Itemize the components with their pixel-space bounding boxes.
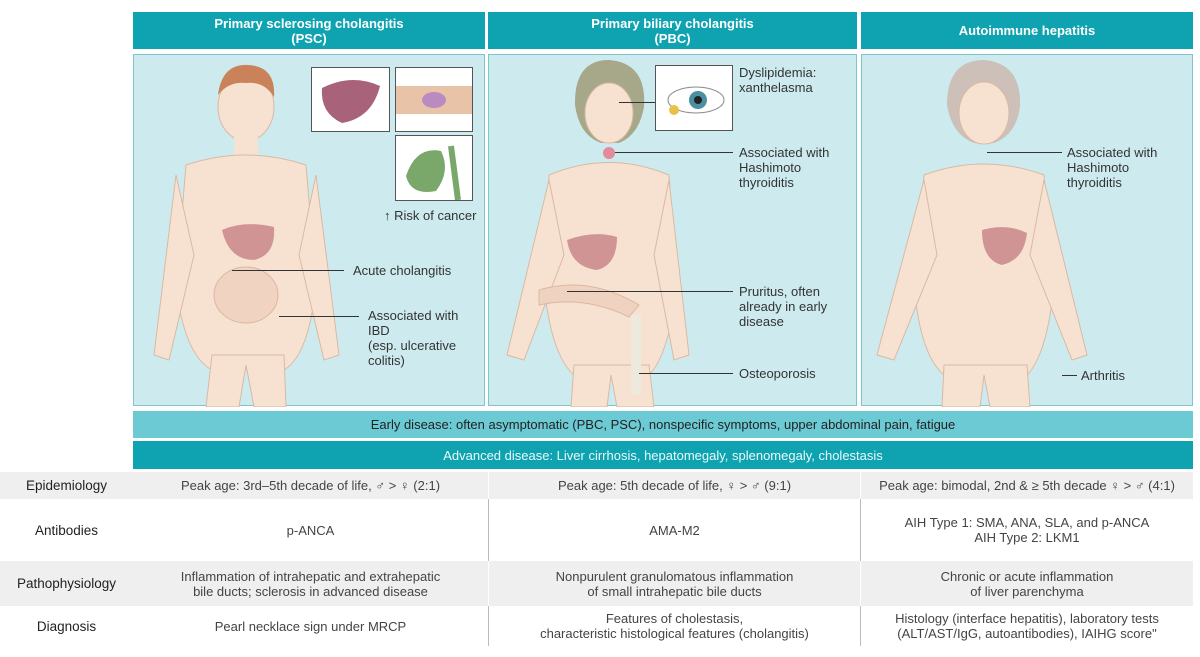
colon-inset — [395, 67, 473, 132]
table-cell: Peak age: 3rd–5th decade of life, ♂ > ♀ … — [180, 478, 441, 493]
header-psc: Primary sclerosing cholangitis (PSC) — [133, 12, 485, 49]
row-label: Antibodies — [34, 522, 99, 538]
table-cell: p-ANCA — [286, 522, 335, 538]
table-row-antibodies: Antibodies p-ANCA AMA-M2 AIH Type 1: SMA… — [0, 499, 1193, 561]
table-cell: Chronic or acute inflammation of liver p… — [860, 561, 1193, 606]
ibd-label: Associated with IBD (esp. ulcerative col… — [368, 308, 459, 368]
header-aih: Autoimmune hepatitis — [861, 12, 1193, 49]
table-cell: AIH Type 1: SMA, ANA, SLA, and p-ANCA AI… — [860, 499, 1193, 561]
psc-panel: ↑ Risk of cancer Acute cholangitis Assoc… — [133, 54, 485, 407]
dyslipidemia-label: Dyslipidemia: xanthelasma — [739, 65, 817, 95]
leader-line — [232, 270, 344, 271]
aih-panel: Associated with Hashimoto thyroiditis Ar… — [861, 54, 1193, 407]
pruritus-label: Pruritus, often already in early disease — [739, 284, 828, 329]
row-label: Epidemiology — [25, 478, 108, 493]
table-cell: Features of cholestasis, characteristic … — [488, 606, 860, 646]
liver-inset — [311, 67, 390, 132]
leader-line — [1062, 375, 1077, 376]
female-figure-illustration — [506, 60, 690, 407]
leader-line — [615, 152, 733, 153]
leader-line — [279, 316, 359, 317]
arthritis-label: Arthritis — [1081, 368, 1126, 383]
hashimoto-label-aih: Associated with Hashimoto thyroiditis — [1067, 145, 1158, 190]
older-female-figure-illustration — [876, 60, 1088, 407]
table-row-epidemiology: Epidemiology Peak age: 3rd–5th decade of… — [0, 472, 1193, 499]
table-cell: Nonpurulent granulomatous inflammation o… — [488, 561, 860, 606]
pbc-panel: Dyslipidemia: xanthelasma Associated wit… — [488, 54, 857, 407]
gallbladder-inset — [395, 135, 473, 201]
xanthelasma-eye-inset — [655, 65, 733, 131]
leader-line — [619, 102, 655, 103]
table-cell: Histology (interface hepatitis), laborat… — [860, 606, 1193, 646]
leader-line — [987, 152, 1062, 153]
table-cell: Inflammation of intrahepatic and extrahe… — [180, 568, 441, 599]
osteoporosis-label: Osteoporosis — [739, 366, 816, 381]
male-figure-illustration — [153, 64, 340, 407]
acute-cholangitis-label: Acute cholangitis — [353, 263, 452, 278]
table-row-pathophysiology: Pathophysiology Inflammation of intrahep… — [0, 561, 1193, 606]
row-label: Pathophysiology — [16, 576, 117, 591]
advanced-disease-bar: Advanced disease: Liver cirrhosis, hepat… — [133, 441, 1193, 469]
row-label: Diagnosis — [36, 618, 97, 634]
table-cell: Pearl necklace sign under MRCP — [214, 618, 407, 634]
table-row-diagnosis: Diagnosis Pearl necklace sign under MRCP… — [0, 606, 1193, 646]
early-disease-bar: Early disease: often asymptomatic (PBC, … — [133, 411, 1193, 438]
table-cell: Peak age: bimodal, 2nd & ≥ 5th decade ♀ … — [860, 472, 1193, 499]
header-pbc: Primary biliary cholangitis (PBC) — [488, 12, 857, 49]
risk-of-cancer-label: ↑ Risk of cancer — [384, 208, 477, 223]
table-cell: Peak age: 5th decade of life, ♀ > ♂ (9:1… — [488, 472, 860, 499]
hashimoto-label-pbc: Associated with Hashimoto thyroiditis — [739, 145, 830, 190]
table-cell: AMA-M2 — [488, 499, 860, 561]
leader-line — [567, 291, 733, 292]
leader-line — [639, 373, 733, 374]
